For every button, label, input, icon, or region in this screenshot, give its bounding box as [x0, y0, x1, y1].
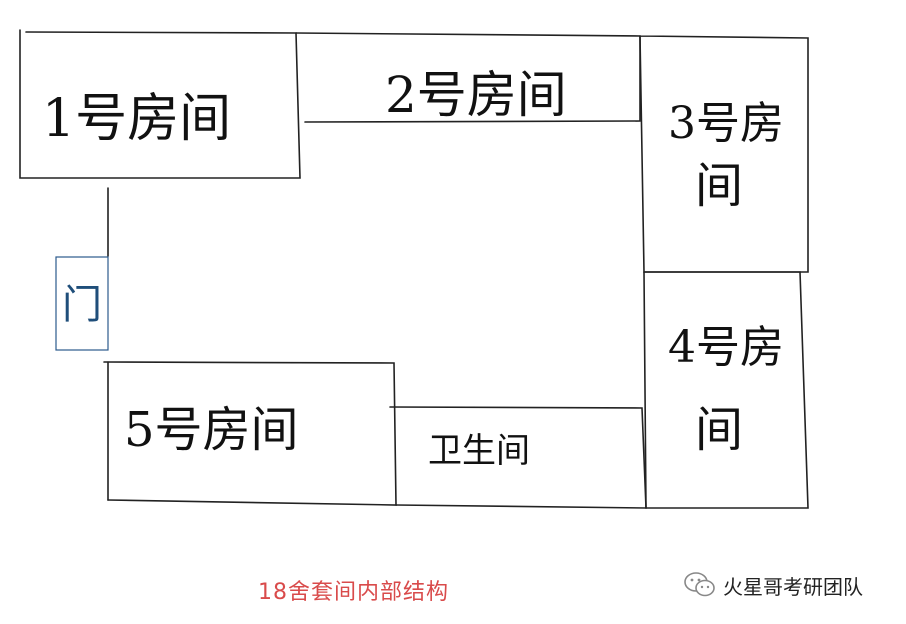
door: 门: [55, 256, 109, 351]
watermark: 火星哥考研团队: [683, 567, 863, 603]
room-1-label: 1号房间: [42, 89, 231, 149]
room-4-label-line1: 4号房: [668, 322, 784, 373]
room-4: 4号房 间: [643, 271, 809, 509]
room-5: 5号房间: [103, 361, 397, 506]
room-3-label-line2: 间: [695, 158, 743, 214]
room-2: 2号房间: [295, 32, 641, 124]
diagram-caption: 18舍套间内部结构: [258, 580, 449, 605]
watermark-text: 火星哥考研团队: [723, 574, 863, 599]
bathroom-label: 卫生间: [428, 431, 530, 471]
door-label: 门: [62, 282, 102, 328]
room-3: 3号房 间: [639, 35, 809, 273]
wechat-icon: [684, 572, 715, 597]
room-2-label: 2号房间: [385, 66, 567, 124]
room-5-label: 5号房间: [124, 402, 299, 458]
bathroom: 卫生间: [389, 406, 647, 509]
room-4-label-line2: 间: [695, 402, 743, 458]
room-3-label-line1: 3号房: [668, 98, 784, 149]
room-1: 1号房间: [19, 29, 301, 179]
